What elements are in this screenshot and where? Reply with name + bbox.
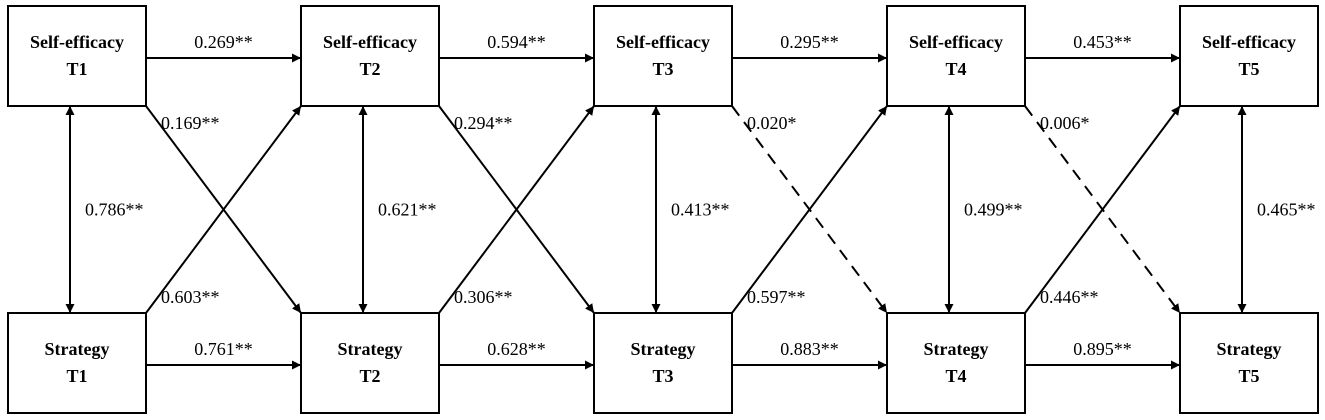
edge-label-se1-se2: 0.269** [194,32,253,52]
edge-label-se3-st3: 0.413** [671,200,730,220]
edge-label-se4-st4: 0.499** [964,200,1023,220]
edge-label-st2-st3: 0.628** [487,339,546,359]
nodes-layer: Self-efficacyT1Self-efficacyT2Self-effic… [7,5,1319,414]
node-time-se4: T4 [945,59,966,79]
edge-label-se3-st4: 0.020* [747,113,797,133]
edge-label-st1-se2: 0.603** [161,287,220,307]
node-time-st5: T5 [1238,366,1259,386]
edge-label-se5-st5: 0.465** [1257,200,1316,220]
node-box-se1 [7,5,147,107]
node-label-st1: Strategy [45,339,110,359]
node-box-st2 [300,312,440,414]
node-label-se3: Self-efficacy [616,32,710,52]
edge-label-st2-se3: 0.306** [454,287,513,307]
node-label-st4: Strategy [924,339,989,359]
node-box-se5 [1179,5,1319,107]
edge-st1-se2 [145,105,302,314]
edge-label-se1-st2: 0.169** [161,113,220,133]
node-time-se3: T3 [652,59,673,79]
node-box-se2 [300,5,440,107]
edge-label-st3-st4: 0.883** [780,339,839,359]
edge-label-st4-st5: 0.895** [1073,339,1132,359]
node-time-st2: T2 [359,366,380,386]
node-label-se4: Self-efficacy [909,32,1003,52]
edge-label-se3-se4: 0.295** [780,32,839,52]
edge-st3-se4 [731,105,888,314]
node-label-se2: Self-efficacy [323,32,417,52]
node-box-st1 [7,312,147,414]
node-box-st3 [593,312,733,414]
edge-label-st4-se5: 0.446** [1040,287,1099,307]
edge-st4-se5 [1024,105,1181,314]
node-time-st3: T3 [652,366,673,386]
edge-label-se2-st3: 0.294** [454,113,513,133]
edge-label-st3-se4: 0.597** [747,287,806,307]
edge-label-se4-st5: 0.006* [1040,113,1090,133]
node-label-st5: Strategy [1217,339,1282,359]
node-label-se1: Self-efficacy [30,32,124,52]
node-box-se4 [886,5,1026,107]
edge-st2-se3 [438,105,595,314]
edges-layer [65,53,1247,370]
edge-label-se2-st2: 0.621** [378,200,437,220]
labels-layer: 0.269** 0.594** 0.295** 0.453** 0.761** 0.628… [85,32,1316,359]
node-label-st2: Strategy [338,339,403,359]
node-time-se1: T1 [66,59,87,79]
node-time-se5: T5 [1238,59,1259,79]
node-box-st4 [886,312,1026,414]
node-time-st1: T1 [66,366,87,386]
edge-label-se4-se5: 0.453** [1073,32,1132,52]
node-label-st3: Strategy [631,339,696,359]
edge-label-st1-st2: 0.761** [194,339,253,359]
edge-label-se2-se3: 0.594** [487,32,546,52]
node-time-se2: T2 [359,59,380,79]
node-time-st4: T4 [945,366,966,386]
node-label-se5: Self-efficacy [1202,32,1296,52]
node-box-st5 [1179,312,1319,414]
node-box-se3 [593,5,733,107]
edge-label-se1-st1: 0.786** [85,200,144,220]
